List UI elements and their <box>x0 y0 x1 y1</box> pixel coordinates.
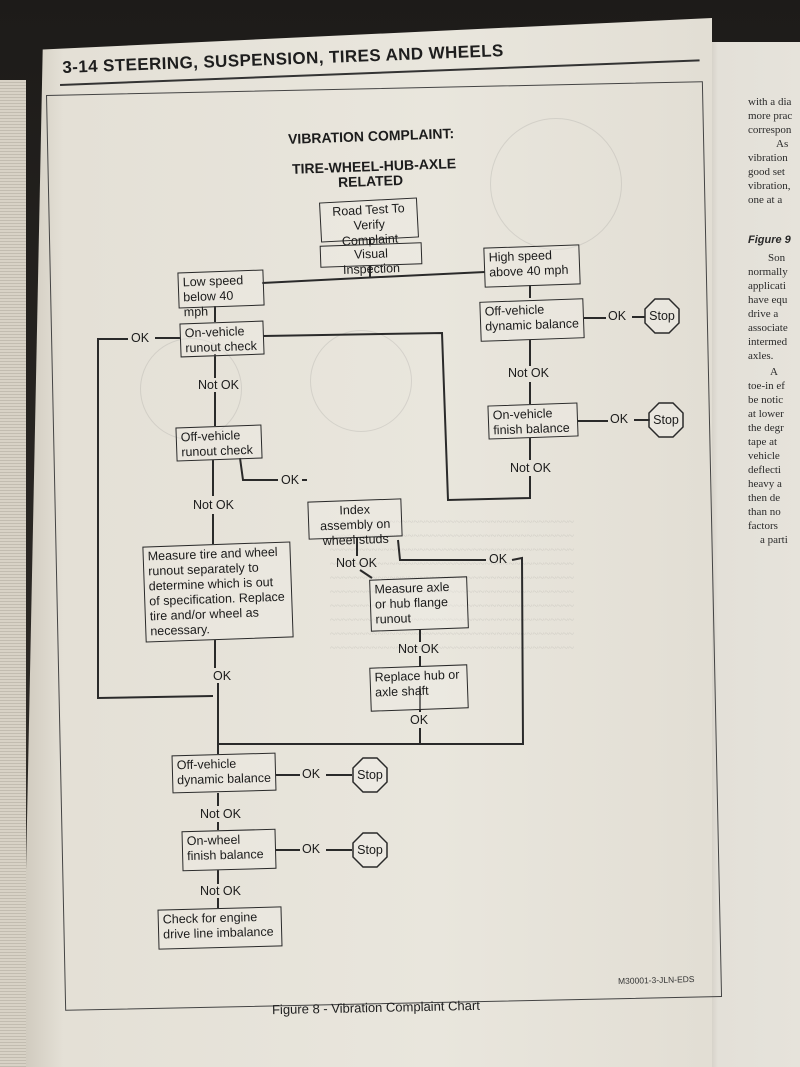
right-text-line: than no <box>748 506 781 518</box>
bleed-wheel-2 <box>310 330 412 432</box>
node-offvehicle-runout: Off-vehicle runout check <box>175 424 263 462</box>
octagon-icon <box>644 298 680 334</box>
right-text-line: A <box>770 366 778 378</box>
stop-sign-4: Stop <box>352 832 388 868</box>
stop-label-3: Stop <box>357 768 383 782</box>
right-text-line: drive a <box>748 308 779 320</box>
right-text-line: intermed <box>748 336 788 348</box>
right-text-line: factors <box>748 520 778 532</box>
right-text-line: vibration <box>748 152 788 164</box>
octagon-icon <box>352 757 388 793</box>
node-low-speed: Low speed below 40 mph <box>177 269 265 319</box>
right-text-line: vibration, <box>748 180 791 192</box>
right-text-line: then de <box>748 492 781 504</box>
right-text-line: have equ <box>748 294 788 306</box>
label-notok-runout: Not OK <box>198 378 239 392</box>
label-ok-index: OK <box>489 552 508 566</box>
right-page <box>700 42 800 1067</box>
node-onwheel-finish-balance: On-wheel finish balance <box>181 828 277 872</box>
node-check-engine: Check for engine drive line imbalance <box>157 906 283 950</box>
node-offvehicle-dynamic-balance-top: Off-vehicle dynamic balance <box>479 298 585 342</box>
right-text-line: the degr <box>748 422 784 434</box>
right-text-line: toe-in ef <box>748 380 785 392</box>
node-measure-tire-wheel: Measure tire and wheel runout separately… <box>142 541 294 643</box>
label-notok-index: Not OK <box>336 556 377 570</box>
figure-code: M30001-3-JLN-EDS <box>617 974 695 986</box>
label-ok-measure-tire: OK <box>213 669 232 683</box>
label-ok-dynbal-bottom: OK <box>302 767 321 781</box>
label-notok-onwheel: Not OK <box>200 884 241 898</box>
bleed-wheel-1 <box>490 118 622 250</box>
right-text-line: correspon <box>748 124 792 136</box>
right-text-line: tape at <box>748 436 778 448</box>
stop-label-4: Stop <box>357 843 383 857</box>
right-text-line: applicati <box>748 280 786 292</box>
right-figure-heading: Figure 9 <box>748 234 791 246</box>
right-text-line: good set <box>748 166 785 178</box>
node-visual-inspection: Visual Inspection <box>319 242 423 277</box>
label-ok-finish-top: OK <box>610 412 629 426</box>
label-notok-finish-top: Not OK <box>510 461 551 475</box>
right-text-line: a parti <box>760 534 788 546</box>
node-road-test: Road Test To Verify Complaint <box>319 197 419 248</box>
label-ok-runout-left: OK <box>131 331 150 345</box>
right-text-line: deflecti <box>748 464 781 476</box>
stop-label-2: Stop <box>653 413 679 427</box>
right-text-line: normally <box>748 266 788 278</box>
node-onvehicle-runout: On-vehicle runout check <box>179 320 265 358</box>
right-text-line: be notic <box>748 394 784 406</box>
node-offvehicle-dynamic-balance-bottom: Off-vehicle dynamic balance <box>171 752 277 794</box>
octagon-icon <box>352 832 388 868</box>
page-edge <box>0 80 26 1067</box>
right-text-line: with a dia <box>748 96 792 108</box>
label-notok-dynbal-top: Not OK <box>508 366 549 380</box>
right-text-line: As <box>776 138 789 150</box>
right-text-line: Son <box>768 252 786 264</box>
right-text-line: axles. <box>748 350 774 362</box>
right-text-line: heavy a <box>748 478 782 490</box>
octagon-icon <box>648 402 684 438</box>
stop-label-1: Stop <box>649 309 675 323</box>
node-replace-hub: Replace hub or axle shaft <box>369 664 469 712</box>
label-notok-dynbal-bottom: Not OK <box>200 807 241 821</box>
label-ok-dynbal-top: OK <box>608 309 627 323</box>
stop-sign-2: Stop <box>648 402 684 438</box>
bleed-wheel-3 <box>140 338 242 440</box>
right-text-line: one at a <box>748 194 783 206</box>
right-text-line: at lower <box>748 408 784 420</box>
node-measure-axle: Measure axle or hub flange runout <box>369 576 469 632</box>
label-notok-axle: Not OK <box>398 642 439 656</box>
bleed-text: ~~~~~~~~~~~~~~~~~~~~~~~~~~~~~~~~~~~~~~~~… <box>330 516 574 654</box>
stop-sign-1: Stop <box>644 298 680 334</box>
node-onvehicle-finish-balance: On-vehicle finish balance <box>487 402 579 440</box>
label-ok-replace-hub: OK <box>410 713 429 727</box>
right-text-line: associate <box>748 322 788 334</box>
node-index-assembly: Index assembly on wheel studs <box>307 498 403 548</box>
label-ok-offveh-runout: OK <box>281 473 300 487</box>
label-ok-onwheel: OK <box>302 842 321 856</box>
stop-sign-3: Stop <box>352 757 388 793</box>
right-text-line: vehicle <box>748 450 780 462</box>
right-text-line: more prac <box>748 110 793 122</box>
label-notok-offveh-runout: Not OK <box>193 498 234 512</box>
node-high-speed: High speed above 40 mph <box>483 244 581 288</box>
